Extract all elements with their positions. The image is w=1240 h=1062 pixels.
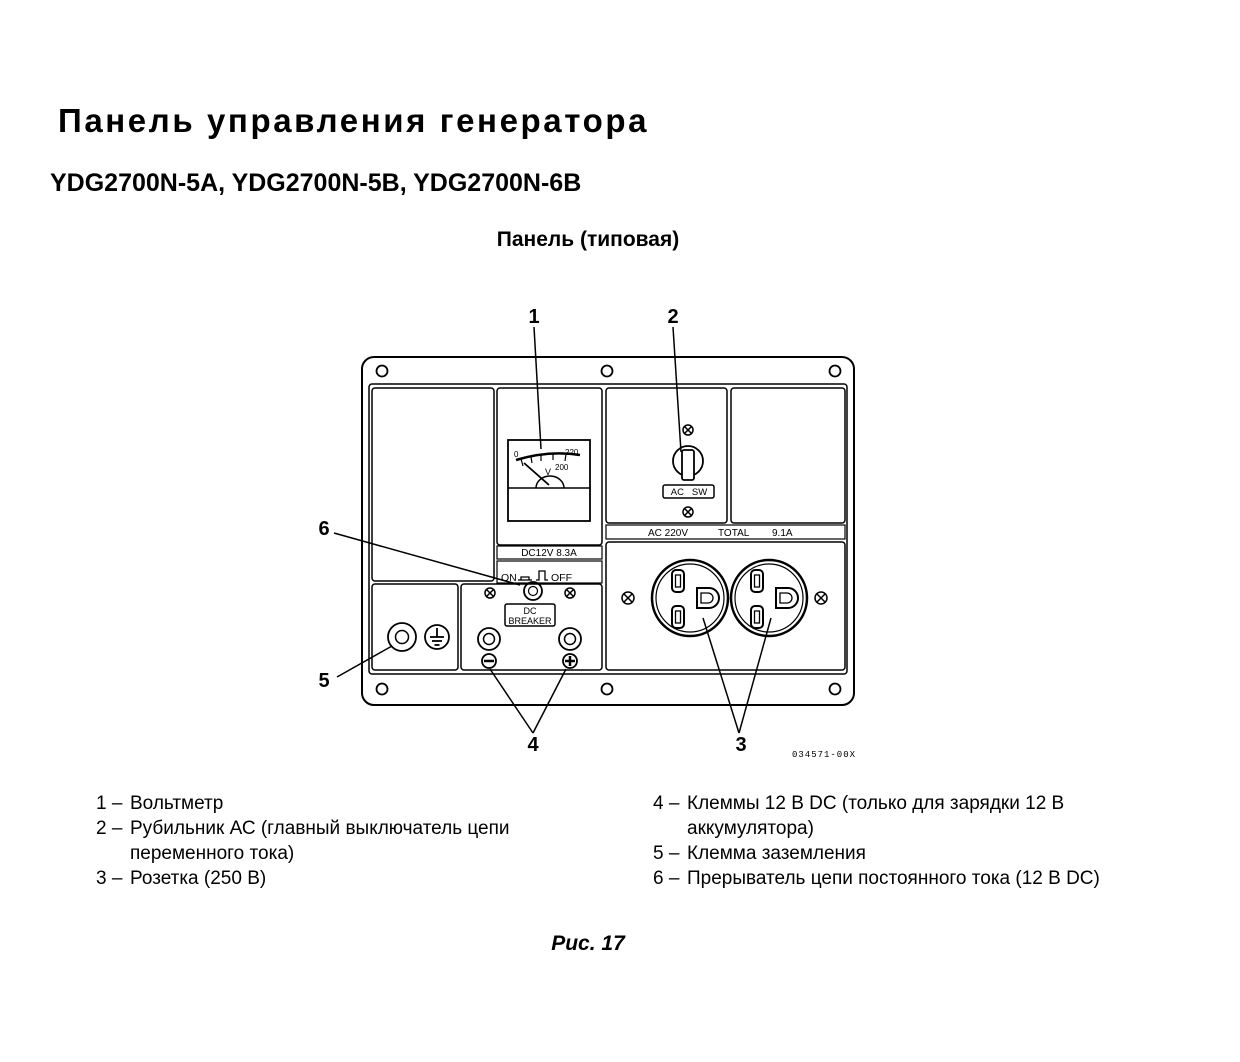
legend-number: 3 – xyxy=(96,868,123,889)
legend-text: Рубильник АС (главный выключатель цепи п… xyxy=(130,818,510,864)
figure-number: Рис. 17 xyxy=(551,932,625,955)
callout-5: 5 xyxy=(318,670,329,692)
dc-breaker-plate xyxy=(504,603,556,627)
voltmeter-scale-0: 0 xyxy=(514,450,519,459)
ac-switch-label: AC SW xyxy=(671,487,707,498)
legend-number: 2 – xyxy=(96,818,123,839)
callout-2: 2 xyxy=(667,306,678,328)
ac-rating-plate xyxy=(605,524,846,540)
legend-text: Розетка (250 В) xyxy=(130,868,267,889)
mounting-holes xyxy=(375,364,842,696)
legend-text: Клемма заземления xyxy=(687,843,866,864)
dc-rating-label: DC12V 8.3A xyxy=(521,548,577,559)
callout-3: 3 xyxy=(735,734,746,756)
ac-rating-label: AC 220V xyxy=(648,528,688,539)
legend-item: 4 – Клеммы 12 В DC (только для зарядки 1… xyxy=(653,791,1123,841)
dc-rating-plate xyxy=(496,545,603,560)
legend-item: 5 – Клемма заземления xyxy=(653,841,1123,866)
voltmeter xyxy=(507,439,591,522)
legend-right: 4 – Клеммы 12 В DC (только для зарядки 1… xyxy=(653,791,1123,891)
dc-breaker-knob xyxy=(523,581,543,601)
callout-6: 6 xyxy=(318,518,329,540)
total-label: TOTAL xyxy=(718,528,750,539)
breaker-state-icons xyxy=(518,570,548,581)
dc-terminals xyxy=(477,627,582,669)
voltmeter-scale-220: 220 xyxy=(565,448,579,457)
ground-terminal xyxy=(387,622,450,652)
panel-outer-frame xyxy=(361,356,855,706)
panel-screws xyxy=(484,424,828,605)
drawing-code: 034571-00X xyxy=(792,750,856,760)
callout-4: 4 xyxy=(527,734,539,756)
legend-number: 4 – xyxy=(653,793,680,814)
legend-number: 5 – xyxy=(653,843,680,864)
dc-breaker-label-breaker: BREAKER xyxy=(508,616,552,626)
legend-text: Клеммы 12 В DC (только для зарядки 12 В … xyxy=(687,793,1065,839)
callout-leader-lines xyxy=(333,326,772,734)
legend-item: 6 – Прерыватель цепи постоянного тока (1… xyxy=(653,866,1123,891)
callout-1: 1 xyxy=(528,306,539,328)
breaker-off-label: OFF xyxy=(551,572,572,584)
voltmeter-unit: V xyxy=(545,467,551,477)
total-value: 9.1A xyxy=(772,528,793,539)
panel-inner-frame xyxy=(368,383,848,675)
legend-left: 1 – Вольтметр 2 – Рубильник АС (главный … xyxy=(96,791,566,891)
panel-sections xyxy=(371,387,846,671)
legend-text: Вольтметр xyxy=(130,793,224,814)
breaker-section xyxy=(496,560,603,584)
ac-outlet-left xyxy=(650,558,730,638)
legend-item: 2 – Рубильник АС (главный выключатель це… xyxy=(96,816,566,866)
ac-outlet-right xyxy=(729,558,809,638)
model-list: YDG2700N-5A, YDG2700N-5B, YDG2700N-6B xyxy=(50,169,582,197)
legend-item: 3 – Розетка (250 В) xyxy=(96,866,566,891)
legend-number: 6 – xyxy=(653,868,680,889)
legend-item: 1 – Вольтметр xyxy=(96,791,566,816)
figure-caption: Панель (типовая) xyxy=(496,228,680,251)
legend-text: Прерыватель цепи постоянного тока (12 В … xyxy=(687,868,1100,889)
ac-switch xyxy=(662,445,715,499)
dc-breaker-label-dc: DC xyxy=(524,606,537,616)
legend-number: 1 – xyxy=(96,793,123,814)
page-title: Панель управления генератора xyxy=(58,102,650,139)
voltmeter-scale-200: 200 xyxy=(555,463,569,472)
